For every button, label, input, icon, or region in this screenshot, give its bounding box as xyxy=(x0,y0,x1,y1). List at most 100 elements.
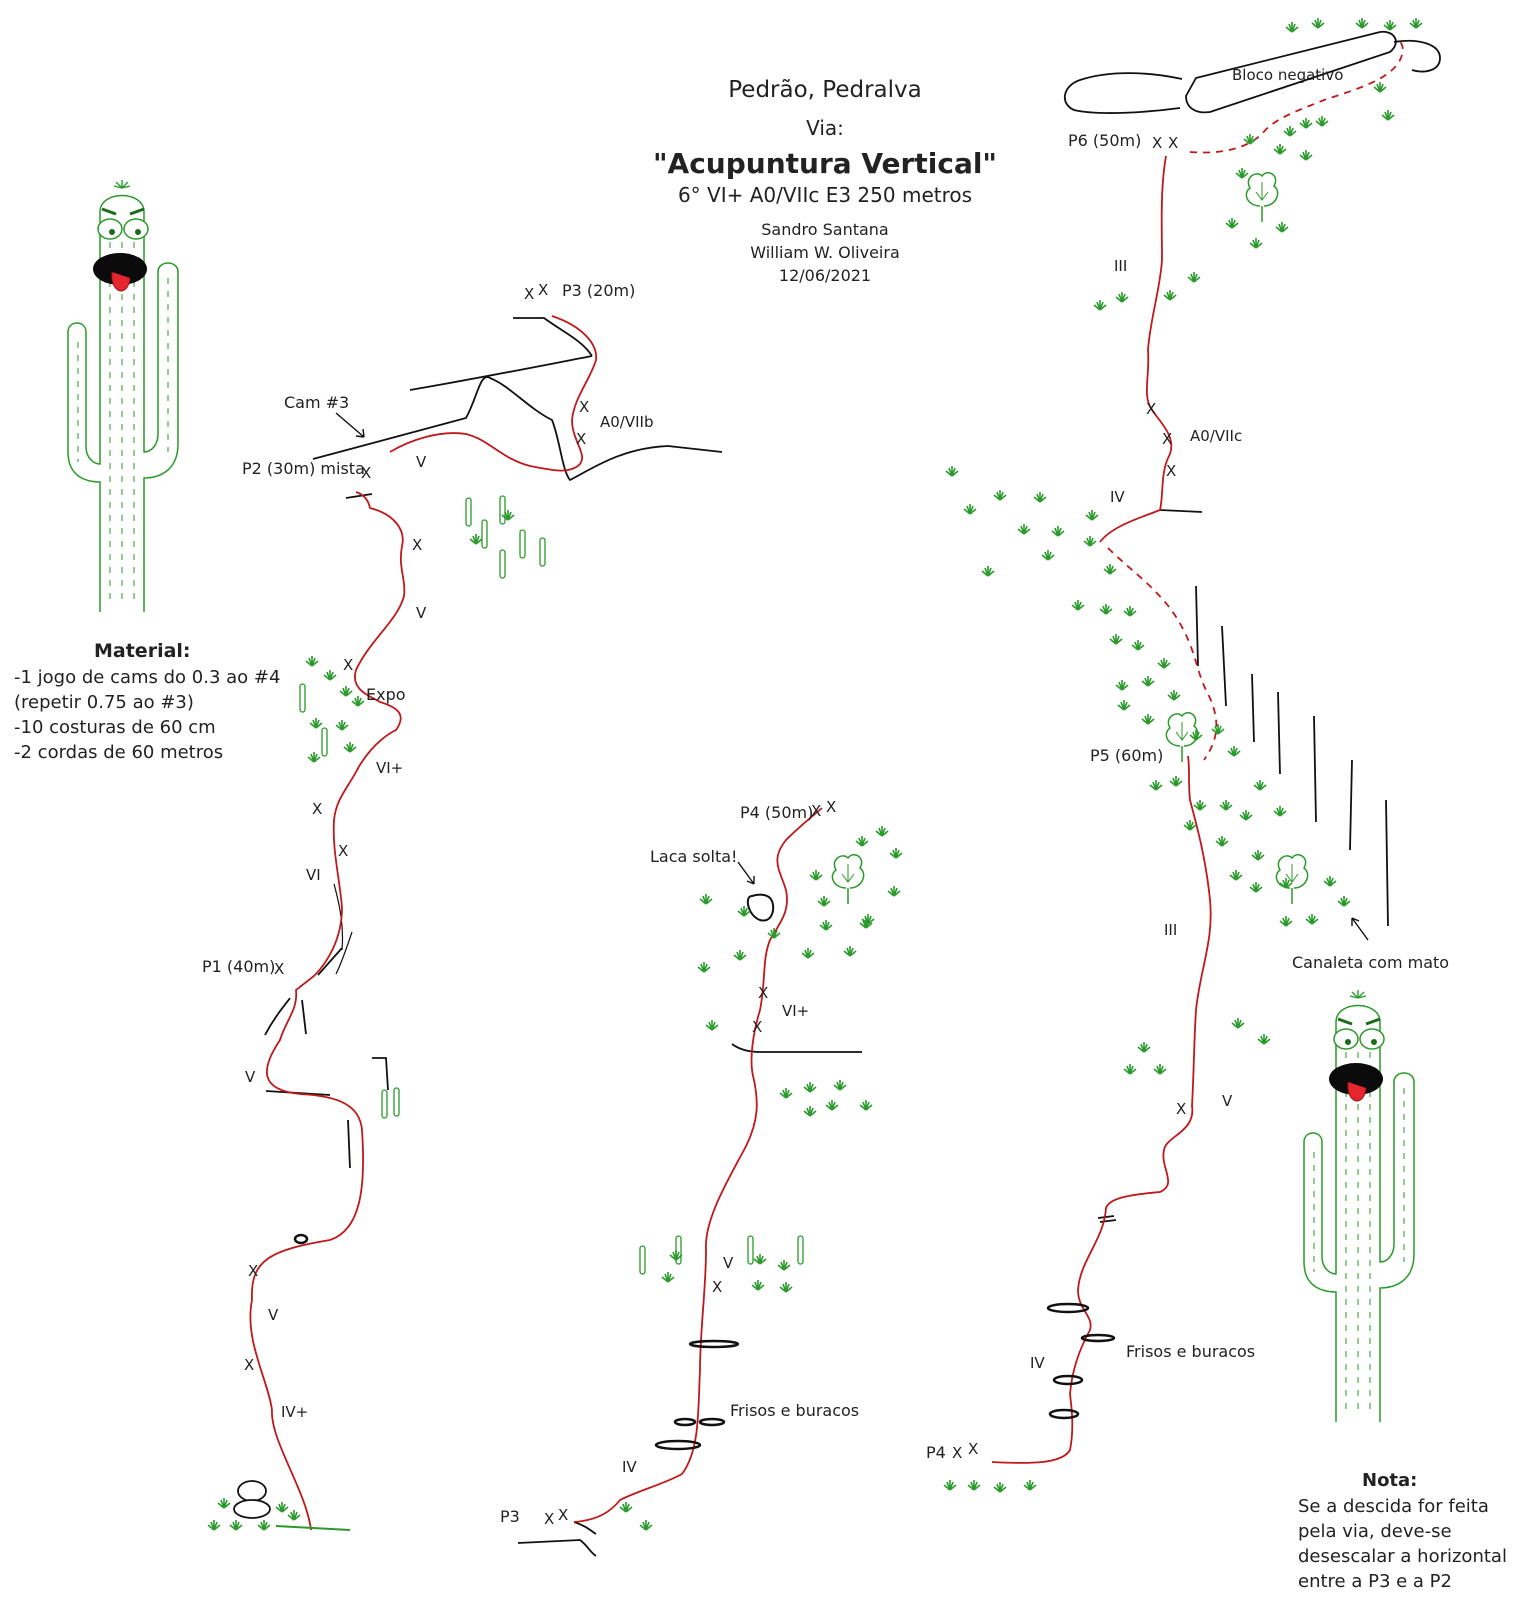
grade-label: V xyxy=(1222,1092,1233,1110)
grass-tuft-icon xyxy=(1299,117,1313,129)
grass-tuft-icon xyxy=(1153,1063,1167,1075)
grass-tuft-icon xyxy=(859,1099,873,1111)
grass-tuft-icon xyxy=(323,669,337,681)
grass-tuft-icon xyxy=(1033,491,1047,503)
cactus-sprig-icon xyxy=(381,1089,388,1119)
cam-note: Cam #3 xyxy=(284,393,350,412)
cactus-sprig-icon xyxy=(519,529,526,559)
belay-p4-base: P4 xyxy=(926,1443,946,1462)
grade-label: IV xyxy=(622,1458,637,1476)
cactus-sprig-icon xyxy=(499,549,506,579)
grass-tuft-icon xyxy=(1109,633,1123,645)
bolt-marker: X xyxy=(312,800,323,818)
bolt-marker: X xyxy=(1152,134,1163,152)
grass-tuft-icon xyxy=(1157,657,1171,669)
route-name: "Acupuntura Vertical" xyxy=(652,147,998,180)
bolt-marker: X xyxy=(579,398,590,416)
grass-tuft-icon xyxy=(1225,217,1239,229)
grade-label: V xyxy=(245,1068,256,1086)
belay-p3-top: P3 (20m) xyxy=(562,281,636,300)
hole-icon xyxy=(293,1233,740,1451)
belay-p4-top: P4 (50m) xyxy=(740,803,814,822)
grass-tuft-icon xyxy=(1249,881,1263,893)
cactus-sprig-icon xyxy=(499,495,506,525)
grass-tuft-icon xyxy=(1383,19,1397,31)
bolt-marker: X xyxy=(1146,400,1157,418)
grass-tuft-icon xyxy=(309,717,323,729)
grass-tuft-icon xyxy=(1169,775,1183,787)
grass-tuft-icon xyxy=(307,751,321,763)
grass-tuft-icon xyxy=(945,465,959,477)
bolt-marker: X xyxy=(811,802,822,820)
grass-tuft-icon xyxy=(943,1479,957,1491)
grass-tuft-icon xyxy=(1083,535,1097,547)
route-line-left xyxy=(249,491,406,1531)
bolt-marker: X xyxy=(244,1356,255,1374)
belay-p1: P1 (40m) xyxy=(202,957,276,976)
bolt-marker: X xyxy=(343,656,354,674)
grass-tuft-icon xyxy=(779,1281,793,1293)
grass-tuft-icon xyxy=(705,1019,719,1031)
arrow-icon xyxy=(335,412,365,438)
grass-tuft-icon xyxy=(1219,799,1233,811)
belay-p5: P5 (60m) xyxy=(1090,746,1164,765)
grass-tuft-icon xyxy=(351,695,365,707)
grass-tuft-icon xyxy=(257,1519,271,1531)
grade-label: III xyxy=(1164,921,1178,939)
bolt-marker: X xyxy=(1168,134,1179,152)
note-line: desescalar a horizontal xyxy=(1298,1546,1507,1567)
material-item: (repetir 0.75 ao #3) xyxy=(14,692,194,713)
grass-tuft-icon xyxy=(1305,913,1319,925)
grade-label: V xyxy=(723,1254,734,1272)
grass-tuft-icon xyxy=(1299,149,1313,161)
grass-tuft-icon xyxy=(981,565,995,577)
grass-tuft-icon xyxy=(305,655,319,667)
location-title: Pedrão, Pedralva xyxy=(728,77,922,103)
hole-icon xyxy=(1046,1302,1116,1420)
frisos-note: Frisos e buracos xyxy=(730,1401,860,1420)
bolt-marker: X xyxy=(758,984,769,1002)
grass-tuft-icon xyxy=(1235,167,1249,179)
cactus-sprig-icon xyxy=(675,1235,682,1265)
grade-label: V xyxy=(268,1306,279,1324)
grass-tuft-icon xyxy=(1149,779,1163,791)
bolt-marker: X xyxy=(524,285,535,303)
bloco-note: Bloco negativo xyxy=(1232,66,1344,84)
grass-tuft-icon xyxy=(801,947,815,959)
grass-tuft-icon xyxy=(1279,915,1293,927)
grade-label: VI xyxy=(306,866,321,884)
grade-label: VI+ xyxy=(376,759,404,777)
belay-p3-base: P3 xyxy=(500,1507,520,1526)
grade-label: III xyxy=(1114,257,1128,275)
expo-note: Expo xyxy=(366,685,406,704)
grass-tuft-icon xyxy=(1017,523,1031,535)
grade-label: VI+ xyxy=(782,1002,810,1020)
grass-tuft-icon xyxy=(1051,525,1065,537)
boulder-icon xyxy=(746,893,775,922)
grass-tuft-icon xyxy=(619,1501,633,1513)
grass-tuft-icon xyxy=(1355,17,1369,29)
vegetation xyxy=(207,17,1423,1531)
arrow-icon xyxy=(737,861,755,885)
grass-tuft-icon xyxy=(833,1079,847,1091)
grass-tuft-icon xyxy=(1215,835,1229,847)
bolt-marker: X xyxy=(338,842,349,860)
grass-tuft-icon xyxy=(1231,1017,1245,1029)
route-line-right-upper xyxy=(1099,155,1173,543)
grass-tuft-icon xyxy=(1337,895,1351,907)
grass-tuft-icon xyxy=(753,1253,767,1265)
bolt-marker: X xyxy=(412,536,423,554)
grass-tuft-icon xyxy=(697,961,711,973)
grass-tuft-icon xyxy=(501,509,515,521)
cactus-mascot-icon xyxy=(1302,988,1416,1424)
cactus-sprig-icon xyxy=(393,1087,400,1117)
bolt-marker: X xyxy=(826,798,837,816)
bolt-marker: X xyxy=(274,960,285,978)
grass-tuft-icon xyxy=(1103,563,1117,575)
grass-tuft-icon xyxy=(1283,125,1297,137)
grass-tuft-icon xyxy=(1253,779,1267,791)
bolt-marker: X xyxy=(1162,430,1173,448)
bolt-marker: X xyxy=(248,1262,259,1280)
grass-tuft-icon xyxy=(1167,689,1181,701)
